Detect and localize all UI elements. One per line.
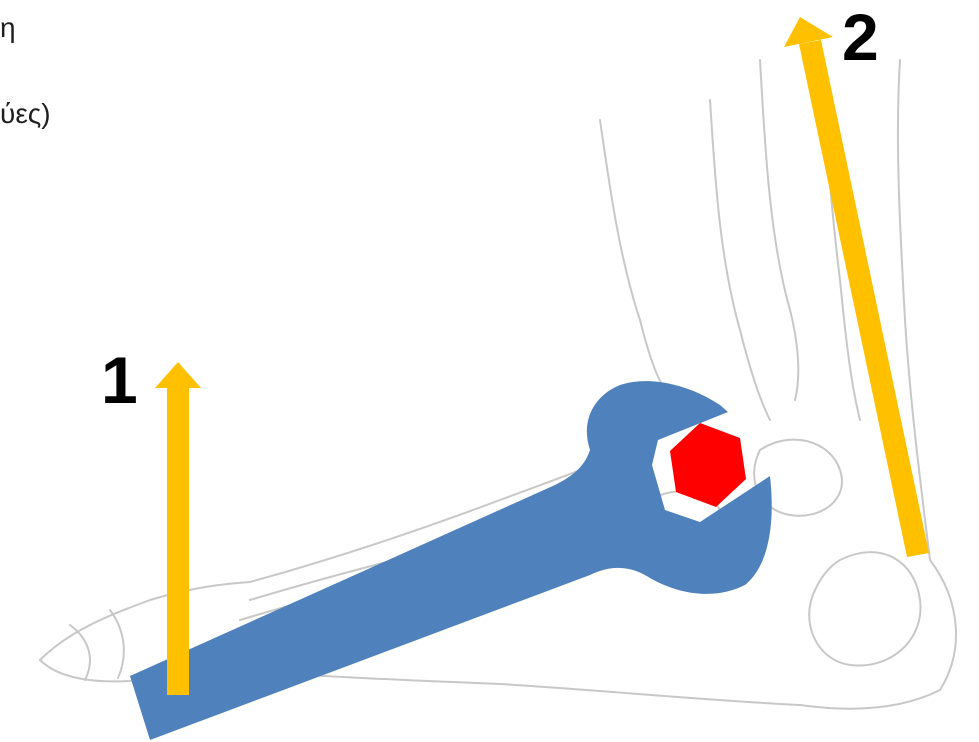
wrench-shape (130, 381, 772, 740)
force-arrow-1-head (155, 362, 201, 388)
heel-bone (809, 552, 920, 665)
toe-joint-2 (110, 610, 124, 678)
slide-text-fragment-2: ύες) (0, 100, 51, 128)
force-arrow-2 (784, 17, 929, 557)
force-arrow-1 (155, 362, 201, 695)
force-arrow-2-shaft (799, 40, 929, 557)
hex-nut (670, 423, 746, 507)
force-arrow-1-shaft (167, 385, 189, 695)
tibia-line (710, 100, 770, 420)
fibula-line (760, 60, 798, 400)
slide-text-fragment-1: η (0, 14, 16, 42)
leg-front-outline (600, 120, 680, 410)
force-label-1: 1 (101, 347, 138, 413)
heel-outline (800, 560, 956, 709)
force-label-2: 2 (842, 4, 879, 70)
wrench (130, 381, 772, 740)
toe-joint-1 (70, 625, 90, 680)
